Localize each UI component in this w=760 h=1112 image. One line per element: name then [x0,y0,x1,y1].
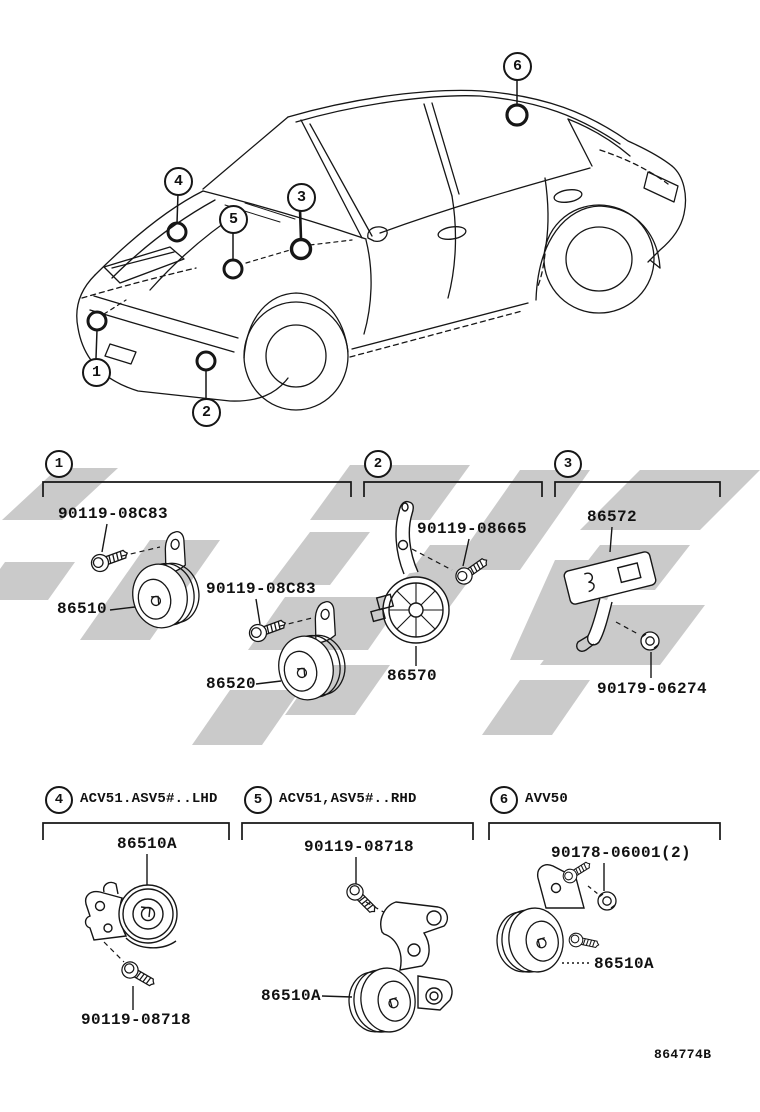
section-5-drawing [321,857,453,1038]
car-callout-2-num: 2 [201,404,211,421]
section-4-num: 4 [54,792,64,808]
section-1-num: 1 [54,456,64,472]
section-circle-6: 6 [490,786,518,814]
car-callout-3: 3 [287,183,316,212]
car-callout-5: 5 [219,205,248,234]
variant-label-4: ACV51.ASV5#..LHD [80,791,218,807]
section-circle-2: 2 [364,450,392,478]
car-callout-markers [86,78,529,399]
part-label-s1-horn-top: 86510 [57,600,108,618]
car-callout-1-num: 1 [91,364,101,381]
section-circle-3: 3 [554,450,582,478]
section-circle-4: 4 [45,786,73,814]
section-6-num: 6 [499,792,509,808]
car-callout-6: 6 [503,52,532,81]
section-1-drawing [88,523,352,706]
car-callout-3-num: 3 [296,189,306,206]
section-2-drawing [370,500,492,666]
part-label-s2-horn: 86570 [387,667,438,685]
section-6-drawing [492,857,617,978]
car-callout-1: 1 [82,358,111,387]
diagram-code: 864774B [654,1047,712,1062]
part-label-s3-horn: 86572 [587,508,638,526]
section-4-drawing [84,854,178,1010]
variant-label-6: AVV50 [525,791,569,807]
part-label-s4-bolt: 90119-08718 [81,1011,192,1029]
section-circle-5: 5 [244,786,272,814]
car-line-art [76,89,687,411]
section-5-num: 5 [253,792,263,808]
variant-label-5: ACV51,ASV5#..RHD [279,791,417,807]
part-label-s6-nut: 90178-06001(2) [551,844,692,862]
car-callout-5-num: 5 [228,211,238,228]
section-circle-1: 1 [45,450,73,478]
part-label-s4-horn: 86510A [117,835,178,853]
part-label-s1-bolt-top: 90119-08C83 [58,505,169,523]
part-label-s1-bolt-bottom: 90119-08C83 [206,580,317,598]
part-label-s5-bolt: 90119-08718 [304,838,415,856]
car-callout-2: 2 [192,398,221,427]
section-brackets [42,481,721,840]
car-callout-4: 4 [164,167,193,196]
part-label-s2-bolt: 90119-08665 [417,520,528,538]
section-3-num: 3 [563,456,573,472]
part-label-s6-horn: 86510A [594,955,655,973]
part-label-s1-horn-bottom: 86520 [206,675,257,693]
section-3-drawing [563,526,660,678]
car-callout-6-num: 6 [512,58,522,75]
section-2-num: 2 [373,456,383,472]
part-label-s3-nut: 90179-06274 [597,680,708,698]
part-label-s5-horn: 86510A [261,987,322,1005]
car-callout-4-num: 4 [173,173,183,190]
